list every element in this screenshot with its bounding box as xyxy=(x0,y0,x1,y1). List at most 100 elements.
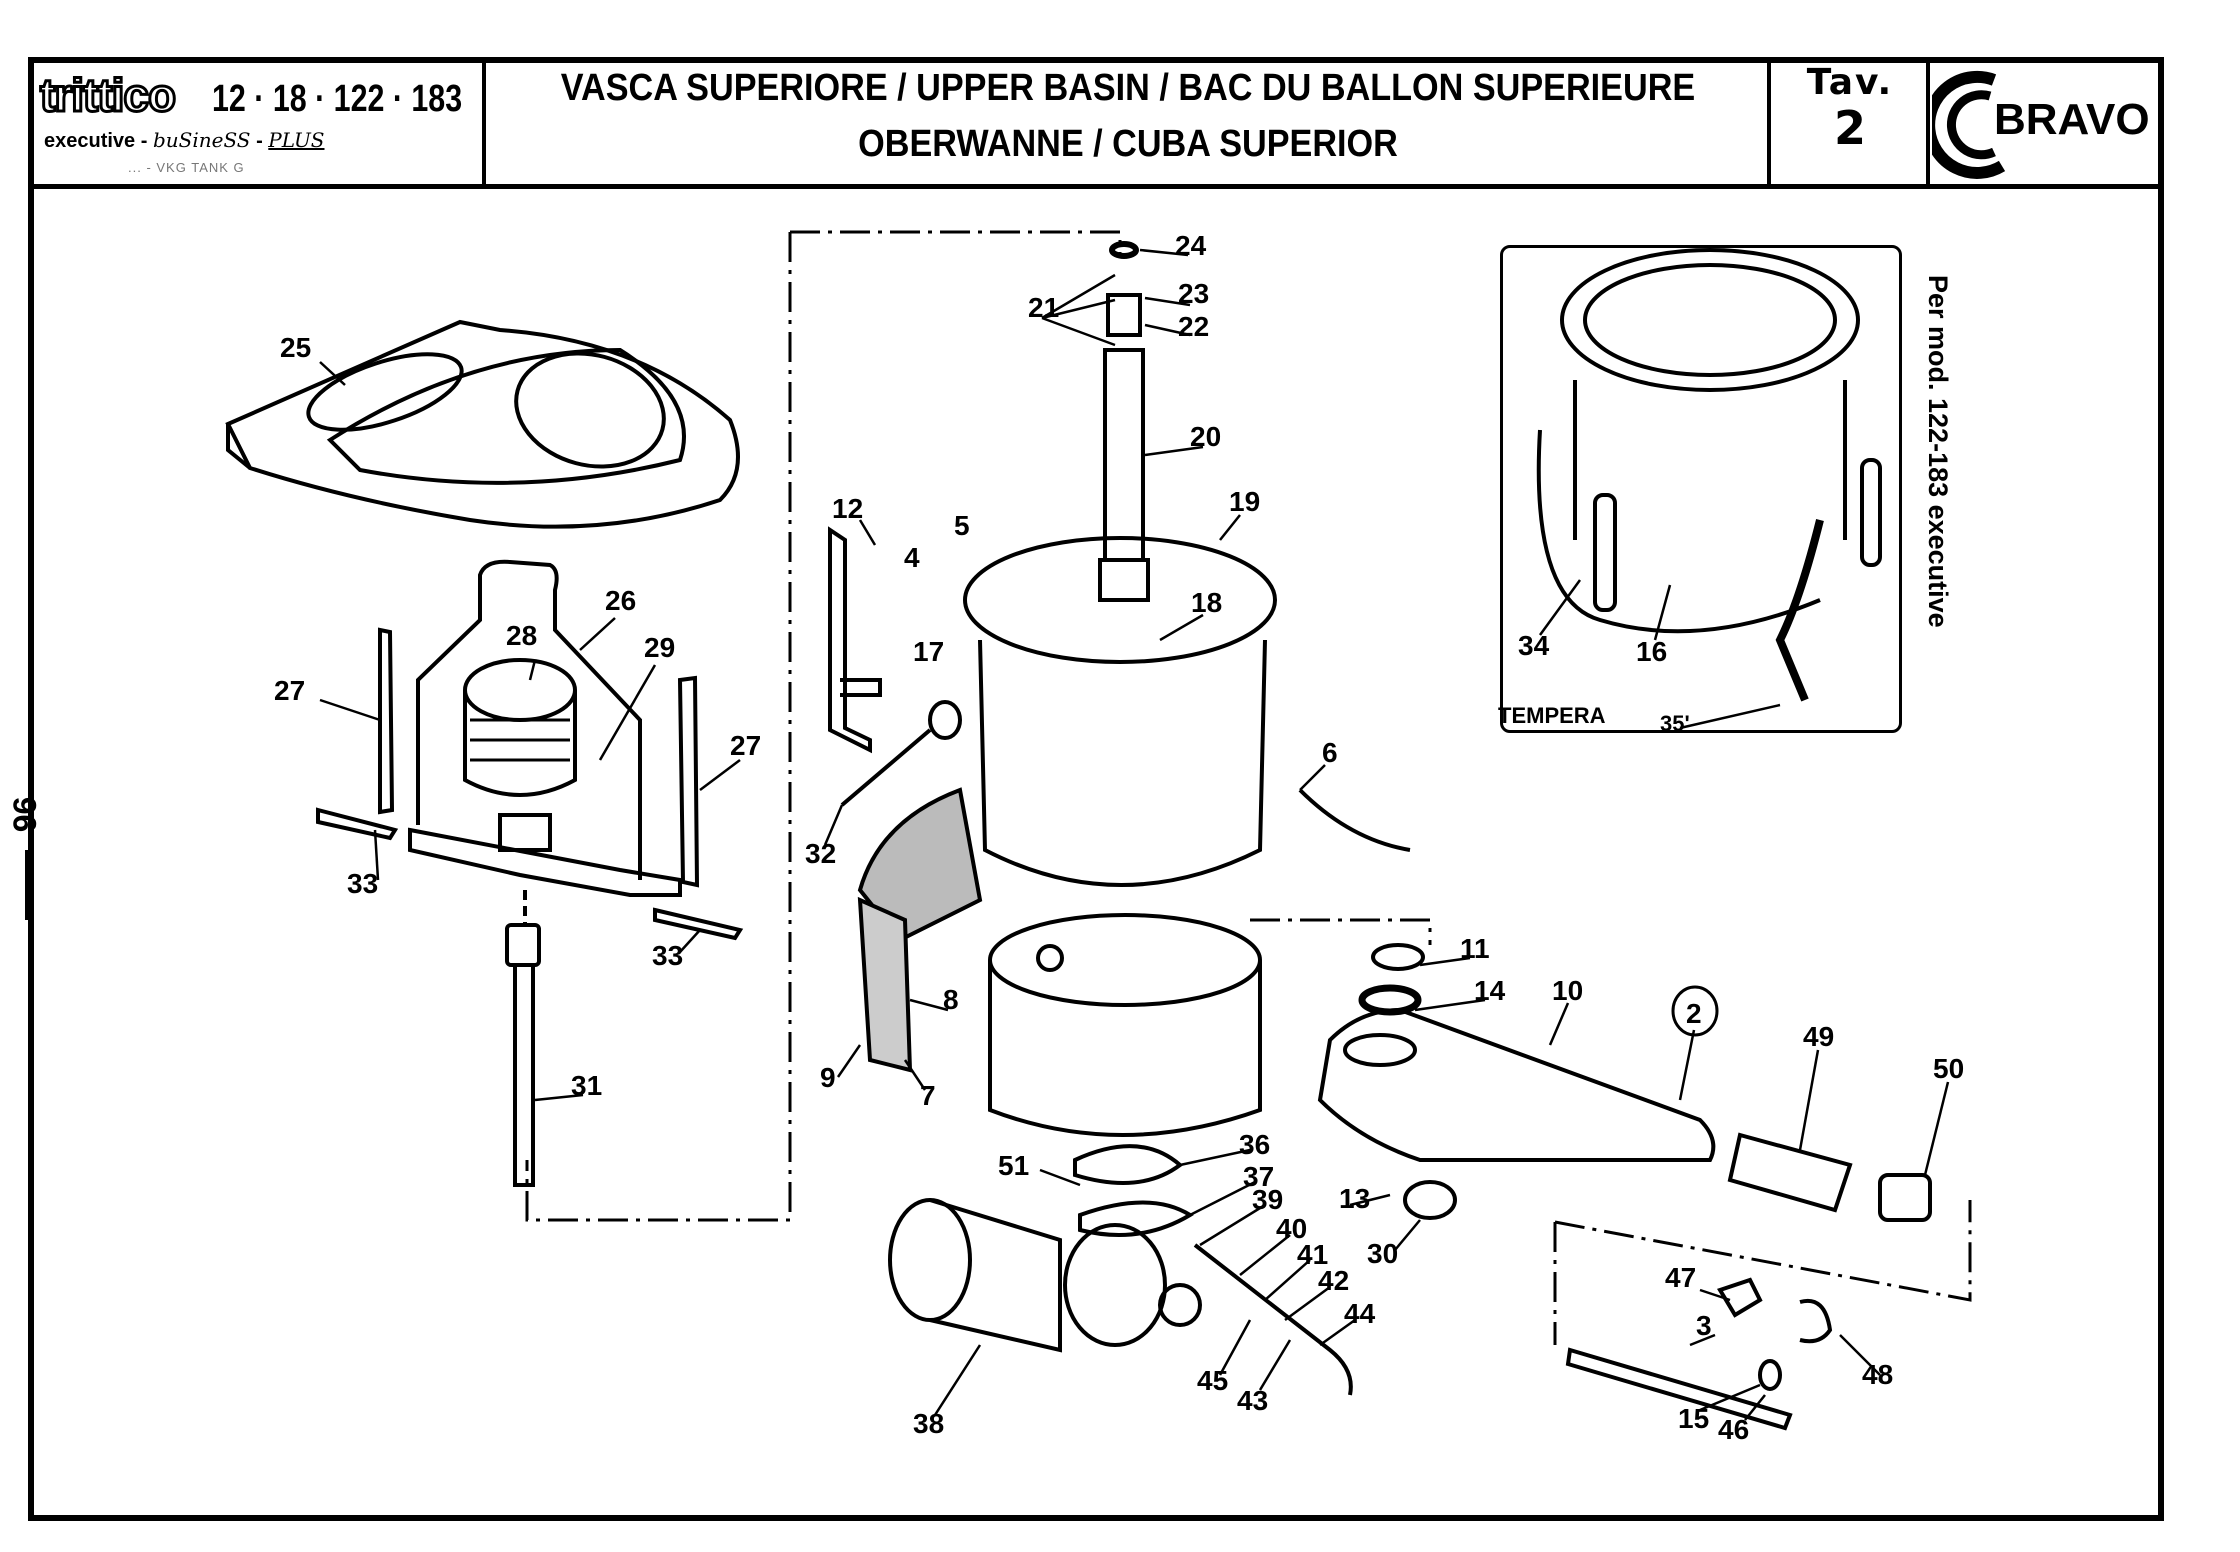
part-heating-band xyxy=(988,913,1262,1137)
brand-subline: ... - VKG TANK G xyxy=(128,160,245,175)
part-38-pump-motor xyxy=(888,1198,1202,1353)
part-36-37-flanges xyxy=(1073,1144,1194,1237)
part-7-8-9-insulation xyxy=(857,787,983,1073)
part-label-32: 32 xyxy=(805,838,837,869)
part-label-37: 37 xyxy=(1243,1161,1275,1192)
part-label-25: 25 xyxy=(280,332,312,363)
part-28-29-filter xyxy=(463,658,577,797)
part-label-44: 44 xyxy=(1344,1298,1376,1329)
part-19-upper-basin xyxy=(963,536,1277,887)
part-label-15: 15 xyxy=(1678,1403,1710,1434)
part-label-51: 51 xyxy=(998,1150,1030,1181)
part-label-23: 23 xyxy=(1178,278,1210,309)
part-label-4: 4 xyxy=(904,542,920,573)
part-label-17: 17 xyxy=(913,636,945,667)
inset-label-16: 16 xyxy=(1636,636,1668,667)
part-label-41: 41 xyxy=(1297,1239,1329,1270)
part-label-48: 48 xyxy=(1862,1359,1894,1390)
part-label-36: 36 xyxy=(1239,1129,1271,1160)
part-label-10: 10 xyxy=(1552,975,1584,1006)
part-label-31: 31 xyxy=(571,1070,603,1101)
part-label-39: 39 xyxy=(1252,1184,1284,1215)
page-marker xyxy=(25,850,31,920)
brand-block: trittico 12 · 18 · 122 · 183 executive -… xyxy=(38,68,480,183)
part-label-7: 7 xyxy=(920,1080,936,1111)
part-47-wing-nut xyxy=(1717,1277,1763,1318)
part-label-21: 21 xyxy=(1028,292,1060,323)
part-31-pin xyxy=(505,890,541,1187)
part-label-49: 49 xyxy=(1803,1021,1835,1052)
part-33-clips xyxy=(316,807,744,941)
part-label-20: 20 xyxy=(1190,421,1222,452)
part-12-bracket xyxy=(828,526,882,754)
title-block xyxy=(28,57,2164,189)
part-label-29: 29 xyxy=(644,632,676,663)
part-label-8: 8 xyxy=(943,984,959,1015)
part-26-basket-holder xyxy=(408,559,682,897)
inset-model-note: Per mod. 122-183 executive xyxy=(1923,275,1953,628)
part-27-side-rails xyxy=(378,627,700,888)
part-label-28: 28 xyxy=(506,620,538,651)
part-label-40: 40 xyxy=(1276,1213,1308,1244)
part-label-5: 5 xyxy=(954,510,970,541)
variant-business: buSineSS xyxy=(152,128,251,152)
part-label-38: 38 xyxy=(913,1408,945,1439)
assembly-guide-lines xyxy=(525,230,1972,1345)
inset-label-35: 35' xyxy=(1660,711,1690,736)
title-line-1: VASCA SUPERIORE / UPPER BASIN / BAC DU B… xyxy=(560,67,1696,109)
page-title: VASCA SUPERIORE / UPPER BASIN / BAC DU B… xyxy=(488,60,1768,185)
part-label-30: 30 xyxy=(1367,1238,1399,1269)
brand-models: 12 · 18 · 122 · 183 xyxy=(212,78,463,120)
part-label-9: 9 xyxy=(820,1062,836,1093)
title-divider xyxy=(1926,57,1930,189)
part-label-50: 50 xyxy=(1933,1053,1965,1084)
inset-tempera-drawing xyxy=(1536,248,1882,702)
part-2-pipe-assembly xyxy=(1317,943,1719,1220)
inset-caption: TEMPERA xyxy=(1498,703,1606,728)
part-32-thermometer-probe xyxy=(840,700,962,807)
leader-lines xyxy=(319,248,1950,1421)
part-25-drain-tray xyxy=(225,319,740,529)
table-label: Tav. xyxy=(1806,62,1894,103)
part-label-3: 3 xyxy=(1696,1310,1712,1341)
part-39-45-sensor-cable xyxy=(1193,1243,1353,1396)
part-label-26: 26 xyxy=(605,585,637,616)
variant-plus: PLUS xyxy=(268,128,325,152)
part-label-24: 24 xyxy=(1175,230,1207,261)
table-number: 2 xyxy=(1833,101,1866,155)
part-50-nozzle xyxy=(1878,1173,1932,1222)
part-label-14: 14 xyxy=(1474,975,1506,1006)
table-ref: Tav. 2 xyxy=(1773,62,1927,153)
part-label-33-right: 33 xyxy=(652,940,684,971)
brand-logo: trittico xyxy=(38,68,177,123)
part-3-spindle xyxy=(1565,1298,1833,1431)
part-label-12: 12 xyxy=(832,493,864,524)
part-label-42: 42 xyxy=(1318,1265,1350,1296)
part-label-2: 2 xyxy=(1686,998,1702,1029)
part-label-47: 47 xyxy=(1665,1262,1697,1293)
part-label-27-left: 27 xyxy=(274,675,306,706)
brand-variants: executive - buSineSS - PLUS xyxy=(44,128,325,152)
part-label-6: 6 xyxy=(1322,737,1338,768)
part-label-18: 18 xyxy=(1191,587,1223,618)
part-label-13: 13 xyxy=(1339,1183,1371,1214)
part-label-45: 45 xyxy=(1197,1365,1229,1396)
title-divider xyxy=(1767,57,1771,189)
variant-executive: executive xyxy=(44,130,136,152)
part-label-33-left: 33 xyxy=(347,868,379,899)
title-line-2: OBERWANNE / CUBA SUPERIOR xyxy=(858,123,1398,165)
maker-logo-text: BRAVO xyxy=(1994,95,2150,144)
part-label-46: 46 xyxy=(1718,1414,1750,1445)
part-label-19: 19 xyxy=(1229,486,1261,517)
part-label-43: 43 xyxy=(1237,1385,1269,1416)
inset-panel xyxy=(1500,245,1902,733)
part-20-pipe xyxy=(1098,241,1150,602)
part-label-22: 22 xyxy=(1178,311,1210,342)
part-49-sleeve xyxy=(1727,1132,1853,1213)
part-6-cable xyxy=(1298,788,1411,852)
part-label-11: 11 xyxy=(1460,933,1490,964)
inset-label-34: 34 xyxy=(1518,630,1550,661)
title-divider xyxy=(482,57,486,189)
drawing-frame xyxy=(28,57,2164,1521)
